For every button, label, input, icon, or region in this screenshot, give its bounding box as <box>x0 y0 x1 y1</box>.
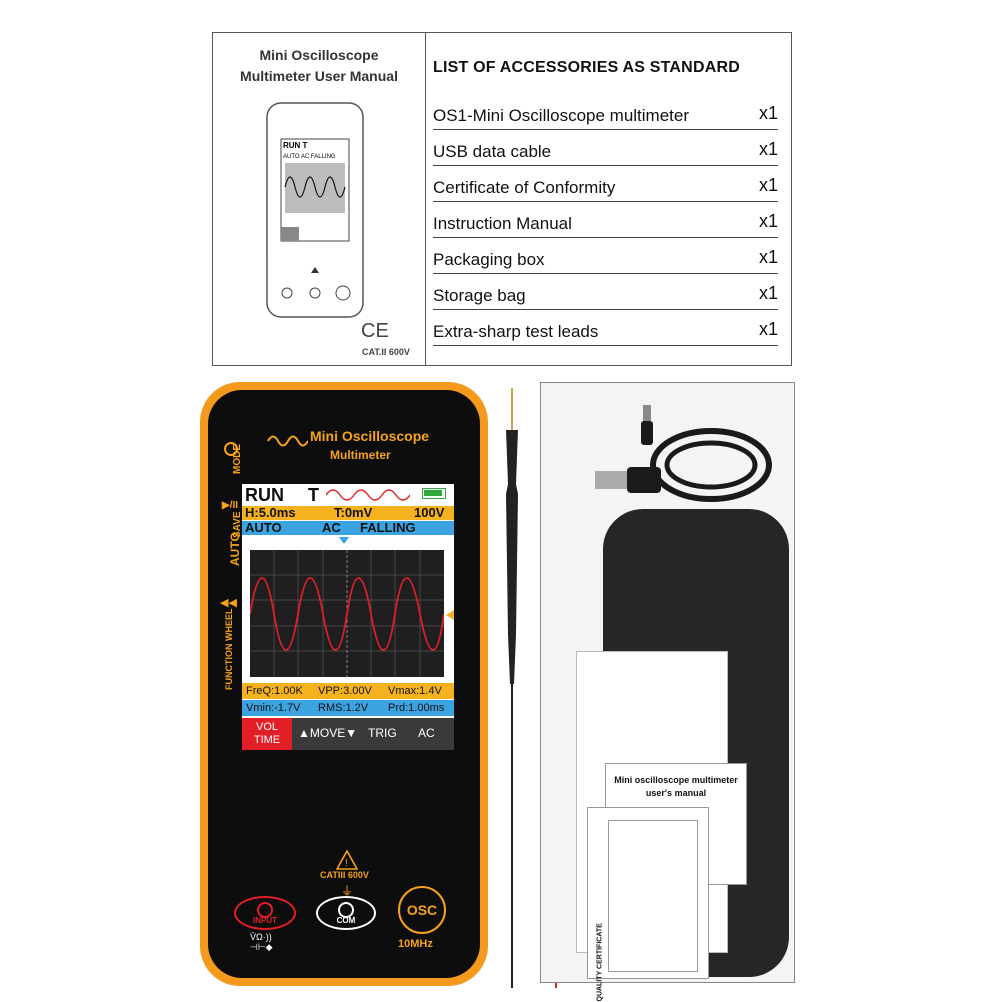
accessory-name: Instruction Manual <box>433 214 572 233</box>
trigger-marker-icon <box>339 537 349 544</box>
accessories-heading: LIST OF ACCESSORIES AS STANDARD <box>433 59 740 76</box>
power-icon[interactable] <box>224 442 238 456</box>
device-face: MODE ▶/II SAVE AUTO ◀◀ FUNCTION WHEEL Mi… <box>208 390 480 978</box>
oscilloscope-device: MODE ▶/II SAVE AUTO ◀◀ FUNCTION WHEEL Mi… <box>200 382 488 986</box>
battery-icon <box>422 488 446 499</box>
brand-subtitle: Multimeter <box>330 448 391 462</box>
t-offset: T:0mV <box>334 505 373 520</box>
trigger-edge: FALLING <box>360 520 416 535</box>
accessory-name: Packaging box <box>433 250 545 269</box>
trigger-row: AUTO AC FALLING <box>242 521 454 535</box>
measure-symbols-icon: V̄Ω·))⊣⊢◆ <box>250 932 273 952</box>
list-item: USB data cable x1 <box>433 139 778 166</box>
stats-row-1: FreQ:1.00K VPP:3.00V Vmax:1.4V <box>242 683 454 699</box>
ac-button[interactable]: AC <box>418 726 435 740</box>
manual-illustration-cell: Mini Oscilloscope Multimeter User Manual… <box>213 33 426 365</box>
certificate-table <box>608 820 698 972</box>
svg-text:AUTO AC FALLING: AUTO AC FALLING <box>283 154 336 160</box>
accessory-qty: x1 <box>758 211 778 231</box>
trig-button[interactable]: TRIG <box>368 726 397 740</box>
ground-icon: ⏚ <box>341 884 354 898</box>
manual-title: Mini Oscilloscope Multimeter User Manual <box>240 47 398 84</box>
com-jack-icon <box>338 902 354 918</box>
vol-time-button[interactable]: VOL TIME <box>242 718 292 750</box>
accessory-name: Storage bag <box>433 286 526 305</box>
cat-rating: CATIII 600V <box>320 870 369 880</box>
accessory-qty: x1 <box>758 139 778 159</box>
accessory-qty: x1 <box>758 319 778 339</box>
accessory-qty: x1 <box>758 103 778 123</box>
waveform-graph <box>249 550 445 677</box>
accessory-name: Certificate of Conformity <box>433 178 616 197</box>
com-jack[interactable]: COM <box>316 896 376 930</box>
v-range: 100V <box>414 505 445 520</box>
oscilloscope-screen: RUN T H:5.0ms T:0mV 100V AUTO AC FALLING <box>242 484 454 750</box>
list-item: Extra-sharp test leads x1 <box>433 319 778 346</box>
timebase-row: H:5.0ms T:0mV 100V <box>242 506 454 520</box>
accessory-name: USB data cable <box>433 142 552 161</box>
softkey-menu: VOL TIME ▲MOVE▼ TRIG AC <box>242 718 454 750</box>
ce-mark: CE <box>361 320 389 342</box>
accessories-panel: Mini Oscilloscope Multimeter User Manual… <box>212 32 792 366</box>
list-item: Storage bag x1 <box>433 283 778 310</box>
usb-cable-icon <box>595 405 772 502</box>
trigger-letter: T <box>308 485 319 505</box>
list-item: Instruction Manual x1 <box>433 211 778 238</box>
function-wheel-label[interactable]: FUNCTION WHEEL <box>224 608 234 691</box>
accessory-qty: x1 <box>758 175 778 195</box>
vmin-value: Vmin:-1.7V <box>246 702 301 714</box>
mode-button-label[interactable]: MODE <box>232 444 243 474</box>
osc-button[interactable]: OSC <box>398 886 446 934</box>
list-item: Packaging box x1 <box>433 247 778 274</box>
input-jack-icon <box>257 902 273 918</box>
coupling: AC <box>322 520 341 535</box>
run-status: RUN <box>245 485 284 505</box>
level-marker-icon <box>446 610 454 620</box>
stats-row-2: Vmin:-1.7V RMS:1.2V Prd:1.00ms <box>242 700 454 716</box>
vmax-value: Vmax:1.4V <box>388 685 442 697</box>
bandwidth-label: 10MHz <box>398 938 433 950</box>
cat-rating-label: CAT.II 600V <box>362 347 410 357</box>
h-scale: H:5.0ms <box>245 505 296 520</box>
warning-icon: ! <box>336 850 358 870</box>
accessory-qty: x1 <box>758 283 778 303</box>
device-line-drawing: RUN T AUTO AC FALLING <box>266 102 364 318</box>
freq-value: FreQ:1.00K <box>246 685 303 697</box>
waveform-plot <box>249 550 445 677</box>
package-contents-photo: Mini oscilloscope multimeter user's manu… <box>540 382 795 1002</box>
accessory-qty: x1 <box>758 247 778 267</box>
rms-value: RMS:1.2V <box>318 702 369 714</box>
arrows-icon[interactable]: ◀◀ <box>220 597 237 609</box>
brand-title: Mini Oscilloscope <box>310 428 430 444</box>
svg-text:!: ! <box>345 858 348 869</box>
list-item: OS1-Mini Oscilloscope multimeter x1 <box>433 103 778 130</box>
svg-text:RUN T: RUN T <box>283 141 308 150</box>
move-button[interactable]: ▲MOVE▼ <box>298 726 358 740</box>
auto-button-label[interactable]: AUTO <box>228 532 242 566</box>
wave-logo-icon <box>267 435 308 447</box>
input-jack[interactable]: INPUT <box>234 896 296 930</box>
status-row: RUN T <box>242 486 454 504</box>
mini-wave-icon <box>326 489 410 501</box>
period-value: Prd:1.00ms <box>388 702 445 714</box>
trigger-mode: AUTO <box>245 520 282 535</box>
vpp-value: VPP:3.00V <box>318 685 372 697</box>
quality-certificate: QUALITY CERTIFICATE <box>587 807 709 1002</box>
accessory-name: Extra-sharp test leads <box>433 322 599 341</box>
list-item: Certificate of Conformity x1 <box>433 175 778 202</box>
certificate-title: QUALITY CERTIFICATE <box>596 923 604 1002</box>
play-pause-icon[interactable]: ▶/II <box>222 500 239 511</box>
accessory-name: OS1-Mini Oscilloscope multimeter <box>433 106 690 125</box>
